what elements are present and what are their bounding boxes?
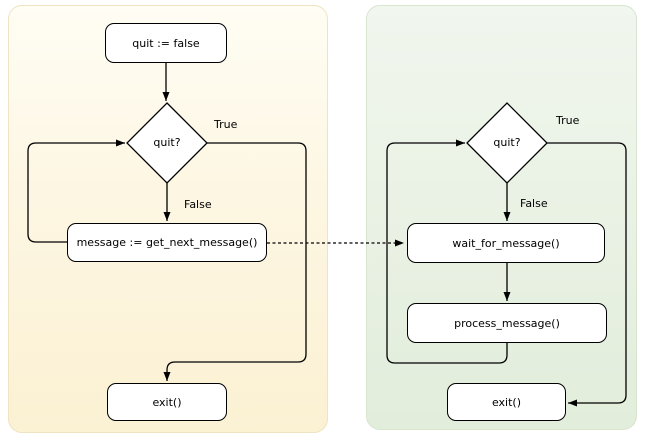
- node-exit-left: exit(): [107, 383, 227, 421]
- node-get-next-message: message := get_next_message(): [67, 223, 267, 262]
- label-false-left: False: [184, 198, 212, 211]
- decision-label-right: quit?: [493, 136, 521, 149]
- decision-label-left: quit?: [153, 136, 181, 149]
- node-exit-right: exit(): [447, 383, 566, 421]
- edge-loop-right: [386, 139, 508, 364]
- node-wait-for-message: wait_for_message(): [407, 223, 605, 263]
- edge-true-right: [547, 142, 627, 407]
- label-false-right: False: [520, 197, 548, 210]
- edge-loop-left: [27, 139, 125, 243]
- decision-diamond-right: [466, 102, 548, 184]
- edge-true-left: [163, 142, 307, 381]
- panel-message-loop-right: [366, 5, 637, 430]
- decision-diamond-left: [126, 102, 208, 184]
- node-quit-init: quit := false: [105, 23, 227, 63]
- node-process-message: process_message(): [407, 303, 607, 343]
- label-true-left: True: [214, 118, 238, 131]
- label-true-right: True: [556, 114, 580, 127]
